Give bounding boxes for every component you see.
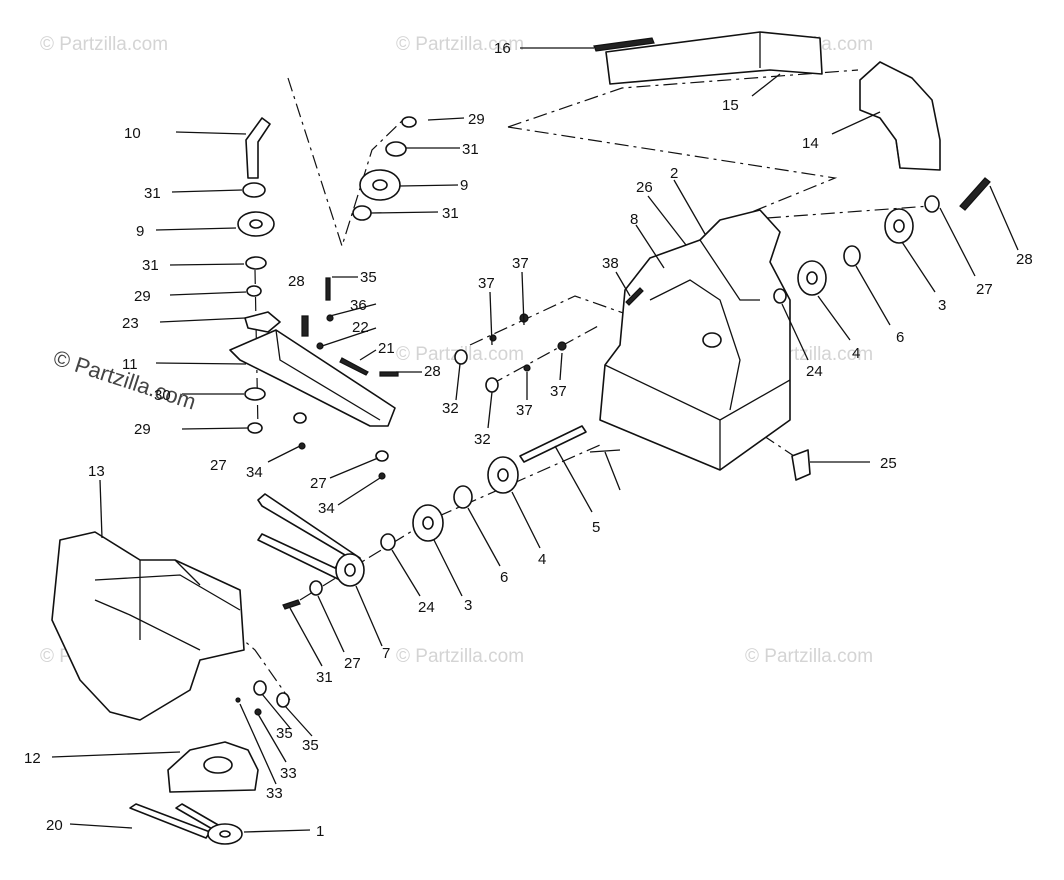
callout-2: 2 <box>670 165 678 182</box>
callout-1: 1 <box>316 823 324 840</box>
callout-32: 32 <box>442 400 459 417</box>
callout-24: 24 <box>418 599 435 616</box>
callout-4: 4 <box>852 345 860 362</box>
callout-37: 37 <box>512 255 529 272</box>
callout-27: 27 <box>976 281 993 298</box>
part-27-washer <box>924 195 940 213</box>
callout-labels: 16 15 14 10 31 9 31 29 23 11 30 29 29 31… <box>24 40 1033 840</box>
callout-29: 29 <box>134 421 151 438</box>
part-belt-guard <box>51 531 245 721</box>
callout-33: 33 <box>280 765 297 782</box>
callout-31: 31 <box>462 141 479 158</box>
callout-37: 37 <box>516 402 533 419</box>
callout-35: 35 <box>276 725 293 742</box>
callout-35: 35 <box>360 269 377 286</box>
callout-8: 8 <box>630 211 638 228</box>
watermark: © Partzilla.com <box>745 646 873 667</box>
part-housing <box>599 209 791 471</box>
callout-22: 22 <box>352 319 369 336</box>
callout-27: 27 <box>344 655 361 672</box>
part-23-clip <box>244 311 281 333</box>
part-6-bearing-center <box>453 485 473 509</box>
callout-15: 15 <box>722 97 739 114</box>
callout-7: 7 <box>382 645 390 662</box>
part-31-washer-left-2 <box>245 256 267 270</box>
callout-24: 24 <box>806 363 823 380</box>
part-belt <box>257 493 361 581</box>
callout-28: 28 <box>424 363 441 380</box>
watermark: © Partzilla.com <box>396 646 524 667</box>
callout-37: 37 <box>478 275 495 292</box>
callout-3: 3 <box>938 297 946 314</box>
callout-9: 9 <box>460 177 468 194</box>
callout-30: 30 <box>154 387 171 404</box>
callout-31: 31 <box>142 257 159 274</box>
callout-38: 38 <box>602 255 619 272</box>
part-24-washer-center <box>380 533 396 551</box>
callout-34: 34 <box>246 464 263 481</box>
part-chute-bolt <box>593 37 655 52</box>
callout-14: 14 <box>802 135 819 152</box>
callout-23: 23 <box>122 315 139 332</box>
callout-34: 34 <box>318 500 335 517</box>
callout-12: 12 <box>24 750 41 767</box>
callout-6: 6 <box>500 569 508 586</box>
part-32-washer-lower <box>485 377 499 393</box>
callout-27: 27 <box>310 475 327 492</box>
part-plate <box>791 449 811 481</box>
part-upper-chute <box>605 31 823 85</box>
callout-3: 3 <box>464 597 472 614</box>
part-28-bolt-right <box>959 177 991 211</box>
callout-13: 13 <box>88 463 105 480</box>
callout-29: 29 <box>468 111 485 128</box>
part-32-washer <box>454 349 468 365</box>
callout-29: 29 <box>134 288 151 305</box>
callout-11: 11 <box>122 356 138 373</box>
watermark: © Partzilla.com <box>396 34 524 55</box>
callout-33: 33 <box>266 785 283 802</box>
callout-9: 9 <box>136 223 144 240</box>
callout-31: 31 <box>316 669 333 686</box>
callout-32: 32 <box>474 431 491 448</box>
callout-6: 6 <box>896 329 904 346</box>
assembly-lines <box>149 69 931 701</box>
part-31-washer-left <box>242 182 266 198</box>
callout-37: 37 <box>550 383 567 400</box>
callout-20: 20 <box>46 817 63 834</box>
part-29-nut-left <box>246 285 262 297</box>
part-10-elbow <box>245 117 271 179</box>
watermark: © Partzilla.com <box>40 34 168 55</box>
part-24-washer <box>773 288 787 304</box>
callout-31: 31 <box>442 205 459 222</box>
part-shaft <box>519 425 587 463</box>
callout-27: 27 <box>210 457 227 474</box>
callout-28: 28 <box>288 273 305 290</box>
callout-25: 25 <box>880 455 897 472</box>
part-6-bearing <box>843 245 861 267</box>
callout-31: 31 <box>144 185 161 202</box>
callout-26: 26 <box>636 179 653 196</box>
part-27-washer-pulley <box>309 580 323 596</box>
callout-36: 36 <box>350 297 367 314</box>
callout-5: 5 <box>592 519 600 536</box>
callout-10: 10 <box>124 125 141 142</box>
part-shaft-hub <box>702 332 722 348</box>
callout-21: 21 <box>378 340 395 357</box>
leader-lines <box>51 47 1019 833</box>
callout-28: 28 <box>1016 251 1033 268</box>
callout-4: 4 <box>538 551 546 568</box>
callout-35: 35 <box>302 737 319 754</box>
part-control-bracket <box>229 329 396 427</box>
callout-16: 16 <box>494 40 511 57</box>
